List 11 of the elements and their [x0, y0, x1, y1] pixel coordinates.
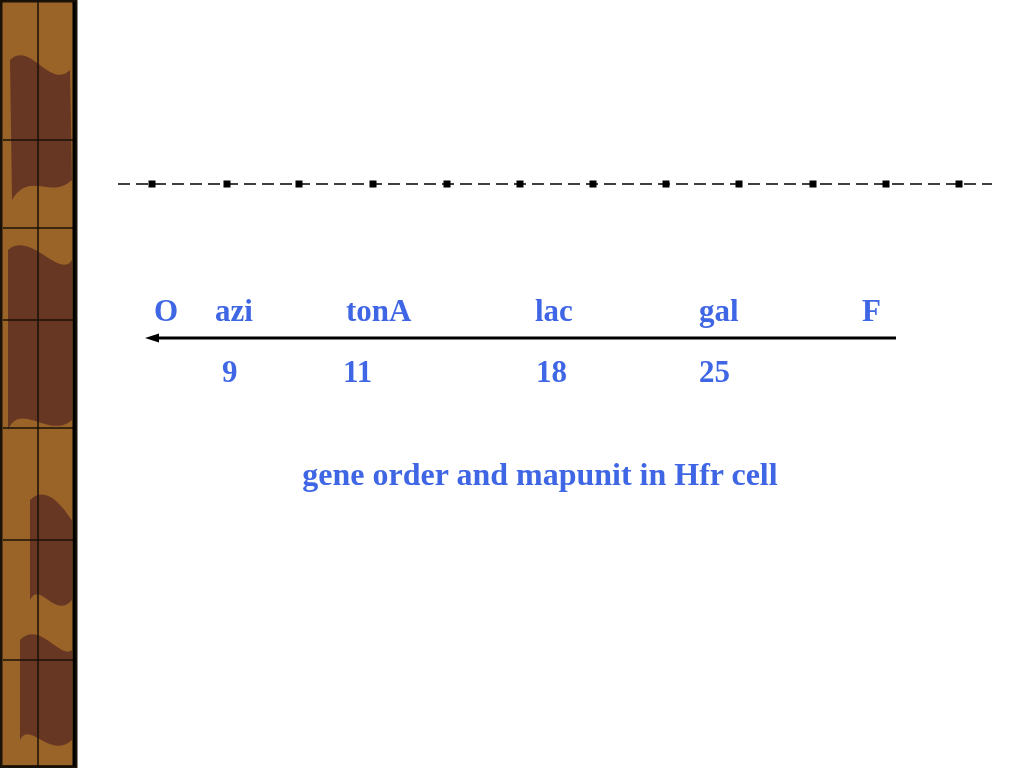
- map-position-number: 11: [343, 355, 373, 389]
- gene-label: gal: [699, 294, 739, 328]
- gene-label: tonA: [346, 294, 412, 328]
- map-position-number: 18: [536, 355, 567, 389]
- map-position-number: 9: [222, 355, 238, 389]
- gene-label: azi: [215, 294, 253, 328]
- figure-caption: gene order and mapunit in Hfr cell: [302, 456, 778, 492]
- gene-label: lac: [535, 294, 573, 328]
- locus-label: O: [154, 294, 179, 328]
- map-position-number: 25: [699, 355, 730, 389]
- locus-label: F: [862, 294, 881, 328]
